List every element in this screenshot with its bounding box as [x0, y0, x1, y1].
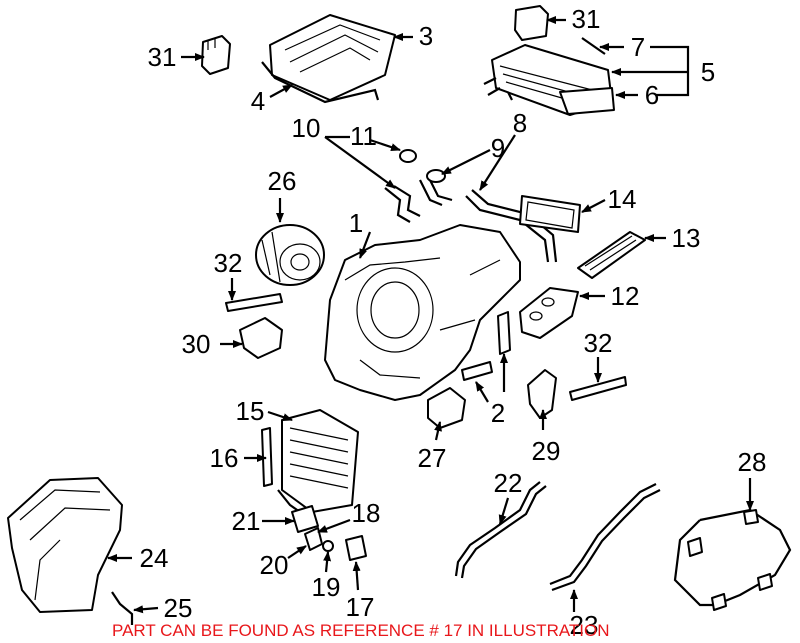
- callout-17: 17: [346, 592, 375, 622]
- seal-2-drawing: [461, 311, 511, 381]
- callout-32-left: 32: [214, 248, 243, 278]
- callout-7: 7: [631, 32, 645, 62]
- actuator-12-drawing: [519, 287, 579, 339]
- strip-32-right-drawing: [569, 376, 627, 401]
- callout-13: 13: [672, 223, 701, 253]
- housing-24-drawing: [7, 477, 123, 613]
- callout-3: 3: [419, 21, 433, 51]
- callout-25: 25: [164, 593, 193, 623]
- callout-30: 30: [182, 329, 211, 359]
- line-22-inner-drawing: [460, 485, 547, 579]
- actuator-29-drawing: [527, 369, 557, 419]
- callout-4: 4: [251, 86, 265, 116]
- heater-core-5-drawing: [483, 44, 615, 116]
- line-23-drawing: [549, 483, 657, 586]
- callout-20: 20: [260, 550, 289, 580]
- callout-11: 11: [350, 121, 377, 151]
- callout-12: 12: [611, 281, 640, 311]
- callout-27: 27: [418, 443, 447, 473]
- fitting-11-drawing: [399, 149, 446, 183]
- callout-9: 9: [491, 133, 505, 163]
- callout-6: 6: [645, 80, 659, 110]
- callout-labels: 1 2 3 4 5 6 7 8 9 10 11 12 13 14 15 16 1…: [140, 4, 767, 640]
- callout-10: 10: [292, 113, 321, 143]
- callout-31-left: 31: [148, 42, 177, 72]
- callout-22: 22: [494, 468, 523, 498]
- callout-1: 1: [349, 208, 363, 238]
- seal-16-drawing: [261, 427, 273, 487]
- line-23-inner-drawing: [551, 489, 661, 592]
- leader-lines: [107, 16, 754, 614]
- blower-motor-26-drawing: [255, 224, 325, 286]
- callout-23: 23: [570, 610, 599, 640]
- module-31-left-drawing: [201, 35, 231, 75]
- actuator-27-drawing: [427, 387, 466, 429]
- valve-21-drawing: [291, 505, 319, 533]
- callout-14: 14: [608, 184, 637, 214]
- harness-28-drawing: [673, 508, 792, 611]
- callout-31-right: 31: [572, 4, 601, 34]
- callout-24: 24: [140, 543, 169, 573]
- oring-19-drawing: [322, 540, 334, 552]
- evaporator-15-drawing: [277, 409, 359, 513]
- callout-28: 28: [738, 447, 767, 477]
- callout-2: 2: [491, 398, 505, 428]
- callout-21: 21: [232, 506, 261, 536]
- bracket-20-drawing: [304, 527, 323, 551]
- reference-note: PART CAN BE FOUND AS REFERENCE # 17 IN I…: [112, 621, 610, 640]
- strip-32-left-drawing: [225, 293, 283, 312]
- line-22-drawing: [454, 481, 541, 577]
- filter-13-drawing: [577, 231, 646, 279]
- module-31-right-drawing: [514, 5, 549, 41]
- callout-16: 16: [210, 443, 239, 473]
- hvac-housing-1-drawing: [324, 224, 521, 401]
- hose-25-drawing: [111, 591, 134, 625]
- callout-15: 15: [236, 396, 265, 426]
- tray-3-drawing: [261, 14, 396, 104]
- pin-7-drawing: [581, 37, 606, 55]
- filter-14-drawing: [519, 195, 581, 233]
- actuator-30-drawing: [239, 317, 283, 359]
- sensor-17-drawing: [345, 535, 367, 561]
- callout-32-right: 32: [584, 328, 613, 358]
- callout-29: 29: [532, 436, 561, 466]
- callout-26: 26: [268, 166, 297, 196]
- callout-8: 8: [513, 108, 527, 138]
- callout-5: 5: [701, 57, 715, 87]
- hose-10-drawing: [384, 175, 453, 223]
- callout-18: 18: [352, 498, 381, 528]
- callout-19: 19: [312, 572, 341, 602]
